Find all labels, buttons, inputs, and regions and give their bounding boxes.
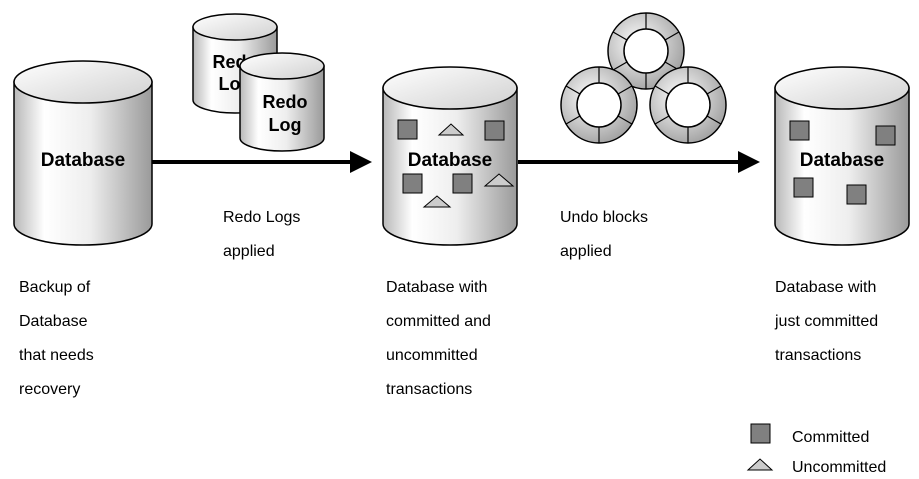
committed-square	[789, 120, 810, 141]
database-cylinder-committed: Database	[774, 66, 910, 246]
caption-line: Database with	[386, 279, 488, 296]
database-label-mixed: Database	[408, 150, 493, 171]
caption-line: that needs	[19, 347, 94, 364]
uncommitted-triangle	[483, 173, 515, 187]
uncommitted-triangle	[437, 123, 465, 136]
undo-ring	[607, 12, 685, 90]
caption-line: Database	[19, 313, 88, 330]
redo-log-front-label-line2: Log	[269, 115, 302, 135]
caption-line: committed and	[386, 313, 491, 330]
caption-committed-only: Database with just committed transaction…	[775, 262, 878, 381]
committed-square	[402, 173, 423, 194]
legend-committed-swatch	[750, 423, 771, 444]
legend: Committed Uncommitted	[746, 423, 886, 476]
arrow-label-line: applied	[560, 243, 612, 260]
caption-backup: Backup of Database that needs recovery	[19, 262, 94, 415]
database-cylinder-mixed: Database	[382, 66, 518, 246]
redo-log-front-label-line1: Redo	[263, 92, 308, 112]
undo-ring	[649, 66, 727, 144]
caption-mixed: Database with committed and uncommitted …	[386, 262, 491, 415]
caption-line: uncommitted	[386, 347, 478, 364]
legend-uncommitted-label: Uncommitted	[792, 459, 886, 476]
committed-square	[397, 119, 418, 140]
committed-square	[484, 120, 505, 141]
committed-square	[875, 125, 896, 146]
caption-line: transactions	[775, 347, 862, 364]
committed-square	[452, 173, 473, 194]
arrow-label-undo-blocks-applied: Undo blocks applied	[560, 192, 648, 277]
arrow-label-redo-logs-applied: Redo Logs applied	[223, 192, 300, 277]
undo-ring	[560, 66, 638, 144]
arrow-undo-applied	[518, 151, 760, 173]
legend-committed-label: Committed	[792, 429, 869, 446]
committed-square	[846, 184, 867, 205]
redo-log-front: Redo Log	[239, 52, 325, 152]
database-cylinder-backup: Database	[13, 60, 153, 246]
committed-square	[793, 177, 814, 198]
arrow-label-line: Redo Logs	[223, 209, 301, 226]
arrow-label-line: Undo blocks	[560, 209, 649, 226]
undo-blocks-rings	[560, 12, 727, 144]
caption-line: recovery	[19, 381, 81, 398]
caption-line: Database with	[775, 279, 877, 296]
database-label-backup: Database	[41, 150, 126, 171]
arrow-redo-applied	[152, 151, 372, 173]
arrow-label-line: applied	[223, 243, 275, 260]
caption-line: transactions	[386, 381, 473, 398]
uncommitted-triangle	[422, 195, 452, 208]
database-label-committed: Database	[800, 150, 885, 171]
caption-line: Backup of	[19, 279, 91, 296]
legend-uncommitted-swatch	[746, 458, 774, 471]
caption-line: just committed	[775, 313, 879, 330]
